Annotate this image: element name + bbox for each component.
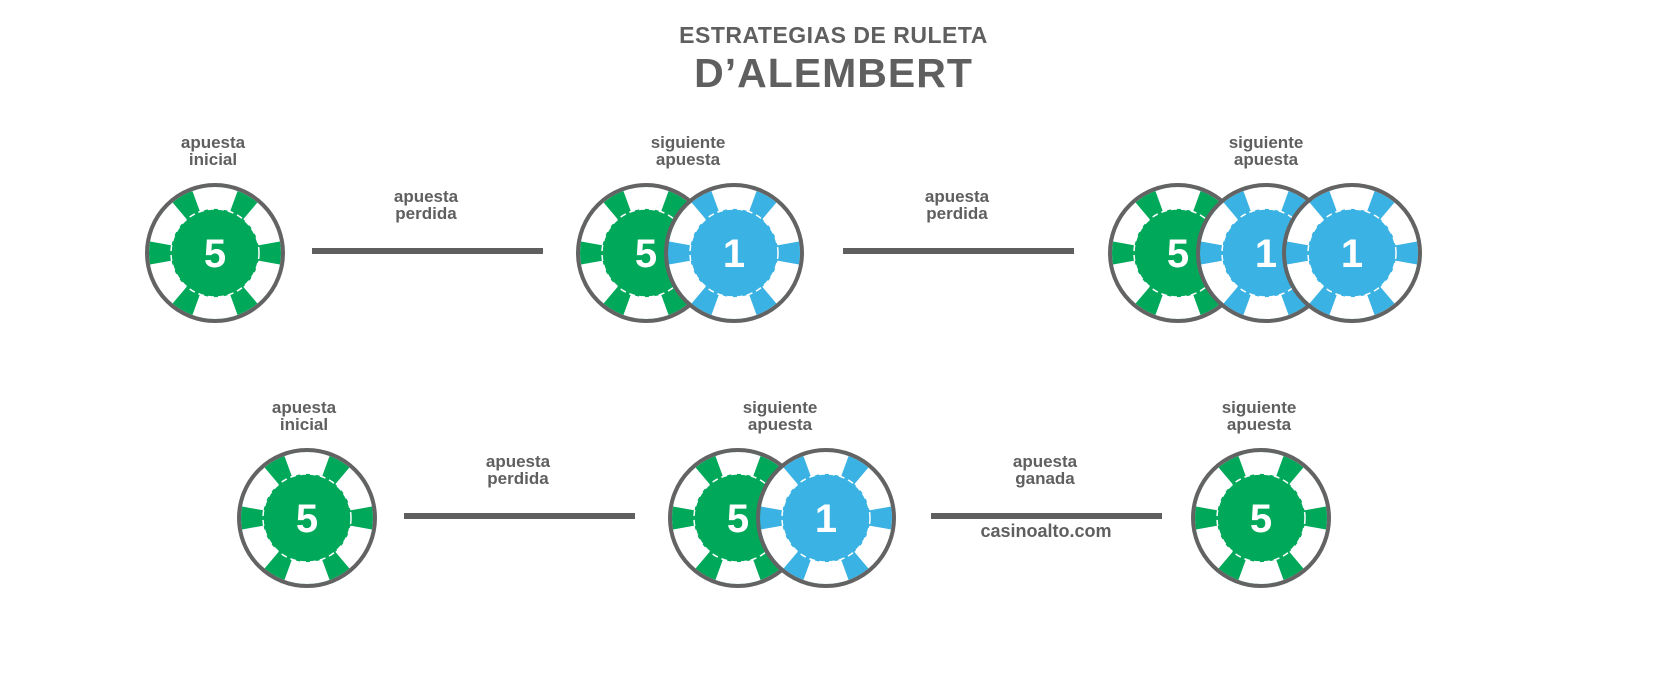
step-label-line1: siguiente	[650, 133, 726, 152]
step-label-r1-s2: siguiente apuesta	[651, 134, 726, 168]
chip-value: 5	[727, 497, 749, 541]
step-label-r2-s1: apuesta inicial	[272, 399, 336, 433]
connector-label-line1: apuesta	[485, 452, 551, 471]
chip-value: 1	[1341, 232, 1363, 276]
step-label-line2: inicial	[279, 415, 329, 434]
chip-value: 1	[1255, 232, 1277, 276]
connector-label-line2: perdida	[395, 204, 457, 223]
diagram-subtitle: ESTRATEGIAS DE RULETA	[679, 22, 988, 48]
step-label-r1-s3: siguiente apuesta	[1229, 134, 1304, 168]
step-label-r2-s3: siguiente apuesta	[1222, 399, 1297, 433]
chip-value: 5	[1167, 232, 1189, 276]
connector-label-r1-c2: apuesta perdida	[925, 188, 989, 222]
chip-value: 5	[296, 497, 318, 541]
step-label-line2: apuesta	[747, 415, 813, 434]
connector-label-line1: apuesta	[393, 187, 459, 206]
connector-label-r1-c1: apuesta perdida	[394, 188, 458, 222]
chip-value: 1	[815, 497, 837, 541]
connector-line-r1-c2	[843, 248, 1074, 254]
chip-green-icon: 5	[234, 445, 380, 591]
chip-value: 1	[723, 232, 745, 276]
connector-line-r2-c2	[931, 513, 1162, 519]
step-label-line1: siguiente	[1228, 133, 1304, 152]
connector-line-r1-c1	[312, 248, 543, 254]
step-label-line2: apuesta	[1226, 415, 1292, 434]
step-label-line2: apuesta	[1233, 150, 1299, 169]
site-watermark: casinoalto.com	[980, 521, 1112, 541]
connector-line-r2-c1	[404, 513, 635, 519]
chip-value: 5	[635, 232, 657, 276]
connector-label-line2: perdida	[487, 469, 549, 488]
connector-label-line1: apuesta	[1012, 452, 1078, 471]
step-label-line2: inicial	[188, 150, 238, 169]
connector-label-line1: apuesta	[924, 187, 990, 206]
title-block: ESTRATEGIAS DE RULETA D’ALEMBERT	[0, 20, 1667, 96]
step-label-line1: siguiente	[1221, 398, 1297, 417]
connector-label-r2-c1: apuesta perdida	[486, 453, 550, 487]
chip-value: 5	[204, 232, 226, 276]
step-label-r2-s2: siguiente apuesta	[743, 399, 818, 433]
step-label-line1: apuesta	[271, 398, 337, 417]
chip-value: 5	[1250, 497, 1272, 541]
step-label-r1-s1: apuesta inicial	[181, 134, 245, 168]
chip-green-icon: 5	[1188, 445, 1334, 591]
connector-label-r2-c2: apuesta ganada	[1013, 453, 1077, 487]
connector-label-line2: perdida	[926, 204, 988, 223]
diagram-title: D’ALEMBERT	[694, 50, 973, 96]
chip-green-icon: 5	[142, 180, 288, 326]
connector-label-line2: ganada	[1015, 469, 1075, 488]
chip-blue-icon: 1	[1279, 180, 1425, 326]
step-label-line2: apuesta	[655, 150, 721, 169]
chip-blue-icon: 1	[753, 445, 899, 591]
step-label-line1: apuesta	[180, 133, 246, 152]
chip-blue-icon: 1	[661, 180, 807, 326]
step-label-line1: siguiente	[742, 398, 818, 417]
